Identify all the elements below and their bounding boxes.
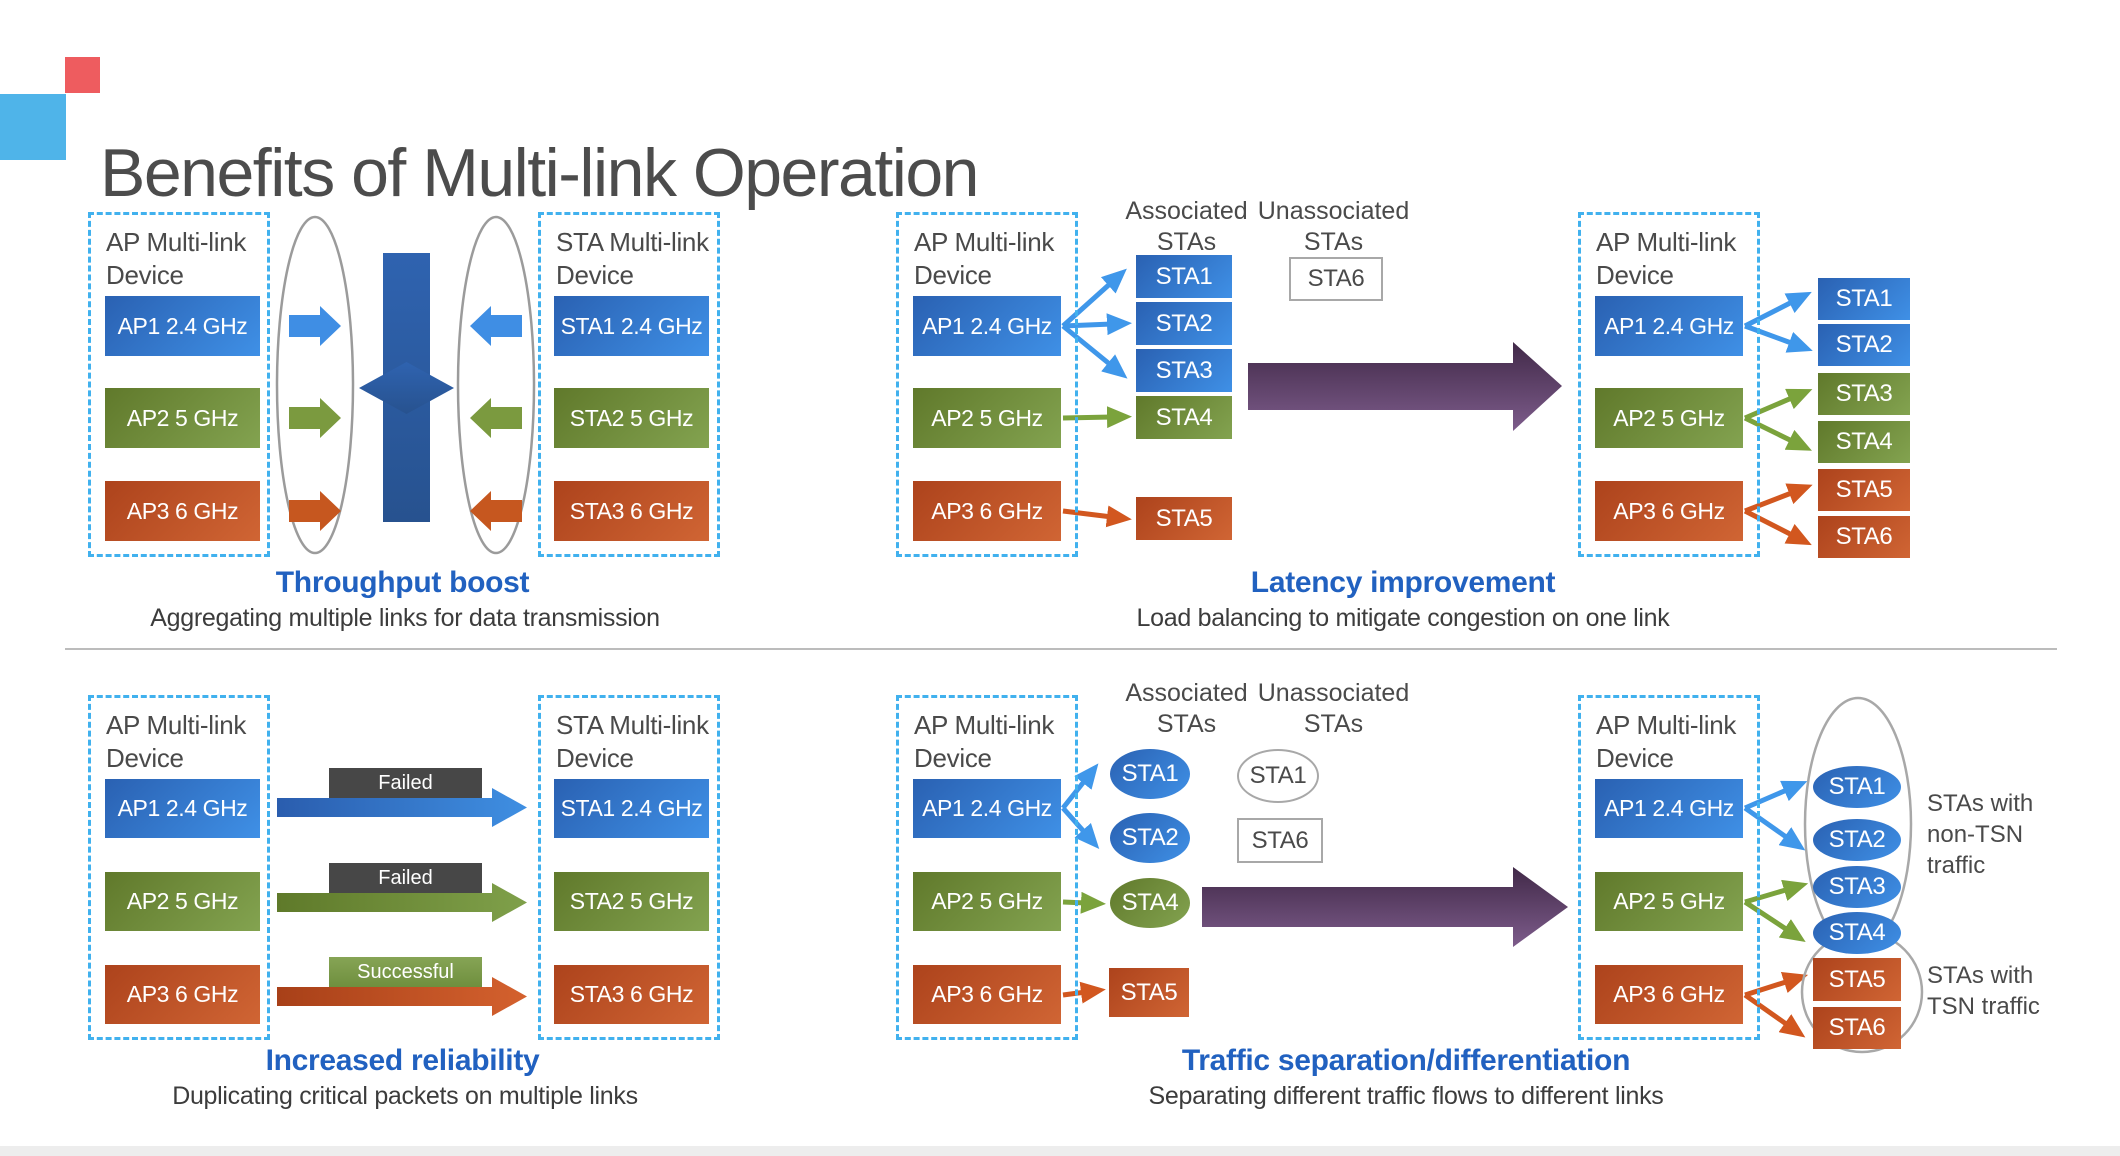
q2-after-ap-device-label: AP Multi-link Device [1596,227,1737,290]
q4-unassoc-sta6-box: STA6 [1237,818,1323,863]
q4-ap-device-label: AP Multi-link Device [914,710,1055,773]
q1-arrow-left-blue-icon [470,306,522,346]
q4-after-sta6-box: STA6 [1813,1007,1901,1049]
q1-sta1-link: STA1 2.4 GHz [554,296,709,356]
q2-after-sta6: STA6 [1818,516,1910,558]
q4-tsn-annotation: STAs with TSN traffic [1927,962,2040,1020]
q2-ap1-link: AP1 2.4 GHz [913,296,1061,356]
q2-after-ap3-link: AP3 6 GHz [1595,481,1743,541]
q1-title: Throughput boost [275,566,530,599]
q4-after-sta2-oval: STA2 [1813,819,1901,861]
q3-sta1-link: STA1 2.4 GHz [554,779,709,838]
q3-sta-device-label: STA Multi-link Device [556,710,709,773]
q2-transition-arrow [1248,342,1562,431]
q4-transition-arrow [1202,867,1568,947]
q2-after-sta5: STA5 [1818,469,1910,511]
q4-ap2-link: AP2 5 GHz [913,872,1061,931]
q3-status-failed-1: Failed [329,768,482,798]
q4-ap-device-box [896,695,1078,1040]
q4-ap3-link: AP3 6 GHz [913,965,1061,1024]
q1-aggregated-link-diamond [359,362,454,414]
q4-assoc-sta2-oval: STA2 [1110,813,1190,863]
q3-status-successful: Successful [329,957,482,987]
q4-after-ap1-link: AP1 2.4 GHz [1595,779,1743,838]
q2-after-sta3: STA3 [1818,373,1910,415]
q2-ap-device-box [896,212,1078,557]
q3-sta3-link: STA3 6 GHz [554,965,709,1024]
q1-sta3-link: STA3 6 GHz [554,481,709,541]
q1-arrow-left-orange-icon [470,491,522,531]
slide-footer-strip [0,1146,2120,1156]
q4-non-tsn-annotation: STAs with non-TSN traffic [1927,790,2034,879]
q3-subtitle: Duplicating critical packets on multiple… [172,1082,638,1110]
q2-title: Latency improvement [1250,566,1556,599]
q3-title: Increased reliability [265,1044,540,1077]
q1-sta-device-box [538,212,720,557]
q1-aggregated-link-bar [383,253,430,522]
q1-ap1-link: AP1 2.4 GHz [105,296,260,356]
q4-after-ap2-link: AP2 5 GHz [1595,872,1743,931]
q4-after-sta3-oval: STA3 [1813,866,1901,908]
q4-after-ap-device-box [1578,695,1760,1040]
q1-ap-device-label: AP Multi-link Device [106,227,247,290]
q4-subtitle: Separating different traffic flows to di… [1148,1082,1664,1110]
q1-arrow-left-green-icon [470,398,522,438]
q1-subtitle: Aggregating multiple links for data tran… [150,604,660,632]
q2-before-sta2: STA2 [1136,302,1232,345]
q3-status-failed-2: Failed [329,863,482,893]
q2-subtitle: Load balancing to mitigate congestion on… [1136,604,1670,632]
q2-ap3-link: AP3 6 GHz [913,481,1061,541]
q1-left-aggregation-ellipse [275,215,355,555]
q2-ap2-link: AP2 5 GHz [913,388,1061,448]
q2-associated-header: Associated STAs [1125,197,1248,256]
q2-before-sta1: STA1 [1136,255,1232,298]
q2-ap-device-label: AP Multi-link Device [914,227,1055,290]
q3-ap1-link: AP1 2.4 GHz [105,779,260,838]
q1-arrow-right-blue-icon [289,306,341,346]
q4-unassociated-header: Unassociated STAs [1257,679,1410,738]
q1-sta-device-label: STA Multi-link Device [556,227,709,290]
q1-arrow-right-green-icon [289,398,341,438]
q2-after-ap2-link: AP2 5 GHz [1595,388,1743,448]
q1-arrow-right-orange-icon [289,491,341,531]
q1-ap-device-box [88,212,270,557]
q3-ap3-link: AP3 6 GHz [105,965,260,1024]
q4-assoc-sta5-box: STA5 [1109,968,1189,1017]
q2-after-sta4: STA4 [1818,421,1910,463]
logo-blue-square [0,94,66,160]
q1-right-aggregation-ellipse [456,215,536,555]
q1-sta2-link: STA2 5 GHz [554,388,709,448]
q4-after-ap3-link: AP3 6 GHz [1595,965,1743,1024]
q4-ap1-link: AP1 2.4 GHz [913,779,1061,838]
q3-sta2-link: STA2 5 GHz [554,872,709,931]
q2-before-sta5: STA5 [1136,497,1232,540]
q4-unassoc-sta1-oval: STA1 [1237,749,1319,803]
logo-red-square [65,57,100,93]
q2-after-ap-device-box [1578,212,1760,557]
q4-assoc-sta4-oval: STA4 [1110,878,1190,928]
q2-before-sta3: STA3 [1136,349,1232,392]
section-divider [65,648,2057,650]
q1-ap2-link: AP2 5 GHz [105,388,260,448]
q1-ap3-link: AP3 6 GHz [105,481,260,541]
q2-after-sta1: STA1 [1818,278,1910,320]
q2-unassociated-sta6: STA6 [1289,257,1383,301]
q4-after-sta5-box: STA5 [1813,958,1901,1001]
q2-before-sta4: STA4 [1136,396,1232,439]
q2-unassociated-header: Unassociated STAs [1257,197,1410,256]
q4-title: Traffic separation/differentiation [1181,1044,1631,1077]
q3-ap-device-box [88,695,270,1040]
q4-after-sta1-oval: STA1 [1813,766,1901,808]
q4-associated-header: Associated STAs [1125,679,1248,738]
q3-sta-device-box [538,695,720,1040]
q3-ap2-link: AP2 5 GHz [105,872,260,931]
q4-after-sta4-oval: STA4 [1813,912,1901,954]
q3-ap-device-label: AP Multi-link Device [106,710,247,773]
q4-assoc-sta1-oval: STA1 [1110,749,1190,799]
q2-after-ap1-link: AP1 2.4 GHz [1595,296,1743,356]
page-title: Benefits of Multi-link Operation [100,134,979,211]
q2-after-sta2: STA2 [1818,324,1910,366]
q4-after-ap-device-label: AP Multi-link Device [1596,710,1737,773]
